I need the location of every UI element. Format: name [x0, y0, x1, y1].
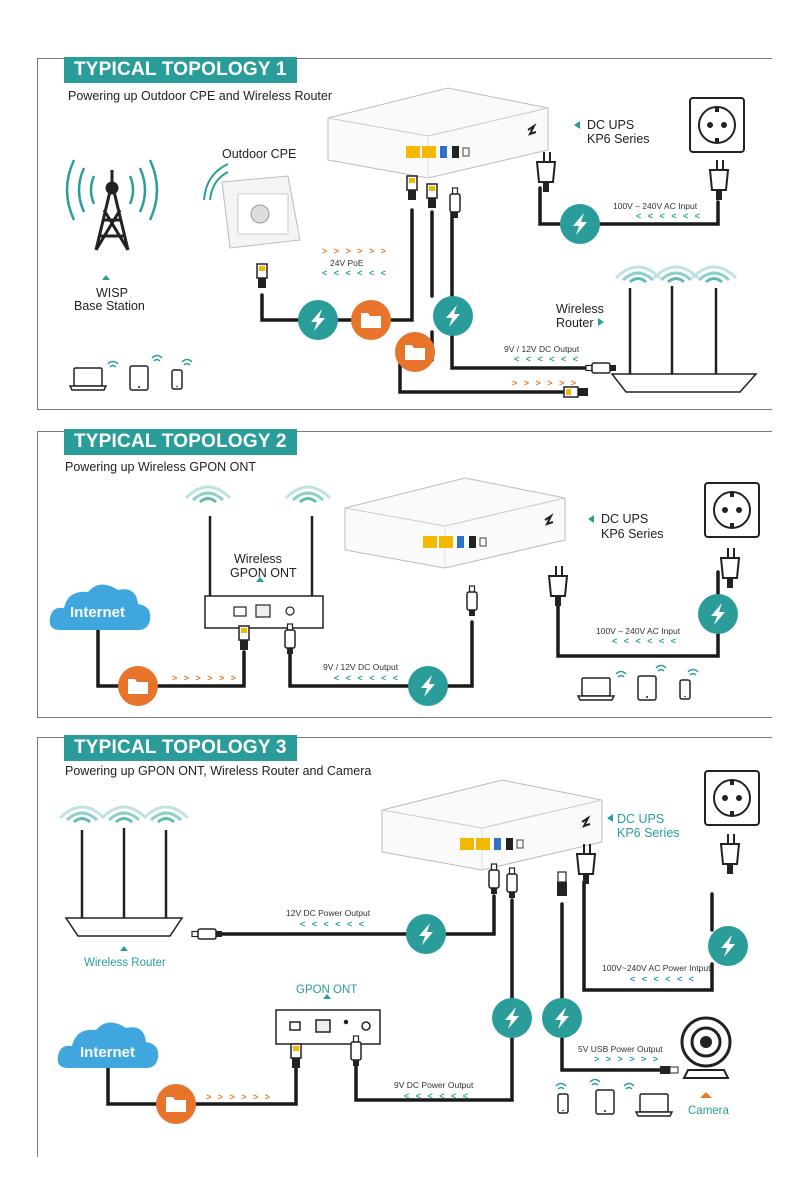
internet-label-3: Internet	[80, 1044, 136, 1061]
outdoor-cpe-label: Outdoor CPE	[222, 147, 297, 161]
gpon-ont-3-device	[275, 1009, 381, 1045]
camera-icon	[680, 1016, 732, 1079]
wireless-router-label-a: Wireless	[556, 302, 604, 316]
gpon-ont-device	[204, 516, 324, 629]
topology-3-panel	[37, 737, 772, 1157]
ac-chevrons-1: < < < < < <	[636, 211, 703, 221]
topology-3-title: TYPICAL TOPOLOGY 3	[64, 735, 297, 761]
wireless-router-label-3: Wireless Router	[84, 957, 166, 969]
dc-ups-label-2a: DC UPS	[601, 512, 649, 526]
dc-chevrons-2: < < < < < <	[334, 673, 401, 683]
gpon-ont-label-3: GPON ONT	[296, 984, 358, 996]
dc12-label: 12V DC Power Output	[286, 908, 371, 918]
topology-2-subtitle: Powering up Wireless GPON ONT	[65, 460, 257, 474]
wireless-router-3-device	[64, 828, 184, 937]
usb5v-label: 5V USB Power Output	[578, 1044, 663, 1054]
ac-input-label-2: 100V – 240V AC Input	[596, 626, 681, 636]
topology-2-panel	[37, 431, 772, 718]
teal-arrow-markers	[102, 121, 613, 999]
tower-icon	[94, 170, 130, 251]
dc-ups-label-3a: DC UPS	[617, 812, 665, 826]
gpon-ont-label-b: GPON ONT	[230, 566, 297, 580]
dc-chevrons-1: < < < < < <	[514, 354, 581, 364]
lan-chevrons-3: > > > > > >	[206, 1092, 273, 1102]
wisp-label-b: Base Station	[74, 299, 145, 313]
dc-output-label-1: 9V / 12V DC Output	[504, 344, 580, 354]
ac-input-label-1: 100V – 240V AC Input	[613, 201, 698, 211]
topology-3-subtitle: Powering up GPON ONT, Wireless Router an…	[65, 764, 372, 778]
poe-chevrons-bottom: < < < < < <	[322, 268, 389, 278]
dc-ups-label-1a: DC UPS	[587, 118, 635, 132]
dc9-chevrons: < < < < < <	[404, 1091, 471, 1101]
topology-1-title: TYPICAL TOPOLOGY 1	[64, 57, 297, 83]
poe-label: 24V PoE	[330, 258, 364, 268]
dc-ups-label-2b: KP6 Series	[601, 527, 664, 541]
wireless-router-label-b: Router	[556, 316, 594, 330]
dc-ups-label-3b: KP6 Series	[617, 826, 680, 840]
internet-label-2: Internet	[70, 604, 126, 621]
topology-1-panel	[37, 58, 772, 410]
dc-output-label-2: 9V / 12V DC Output	[323, 662, 399, 672]
outdoor-cpe-device	[221, 175, 301, 249]
usb5v-chevrons: > > > > > >	[594, 1054, 661, 1064]
topology-2-title: TYPICAL TOPOLOGY 2	[64, 429, 297, 455]
wisp-label-a: WISP	[96, 286, 128, 300]
wireless-router-device	[610, 286, 758, 393]
ac-chevrons-2: < < < < < <	[612, 636, 679, 646]
gpon-ont-label-a: Wireless	[234, 552, 282, 566]
ac-chevrons-3: < < < < < <	[630, 974, 697, 984]
dc9-label: 9V DC Power Output	[394, 1080, 474, 1090]
poe-chevrons-top: > > > > > >	[322, 246, 389, 256]
lan-chevrons-2: > > > > > >	[172, 673, 239, 683]
dc12-chevrons: < < < < < <	[300, 919, 367, 929]
topology-1-subtitle: Powering up Outdoor CPE and Wireless Rou…	[68, 89, 333, 103]
dc-ups-label-1b: KP6 Series	[587, 132, 650, 146]
lan-chevrons-1: > > > > > >	[512, 378, 579, 388]
camera-label: Camera	[688, 1105, 729, 1117]
ac-input-label-3: 100V~240V AC Power Intput	[602, 963, 711, 973]
